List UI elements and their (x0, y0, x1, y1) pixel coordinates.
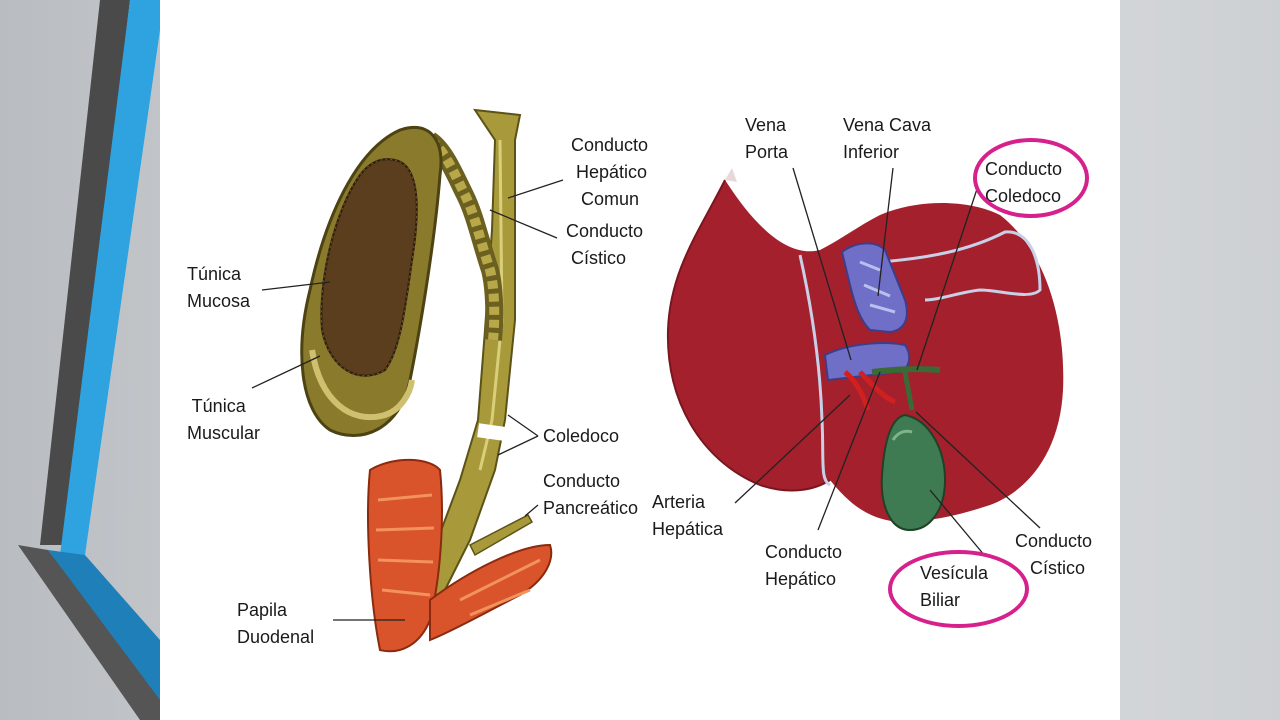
label-conducto-pancreatico: Conducto Pancreático (543, 471, 639, 518)
slide-decoration (18, 0, 160, 720)
label-arteria-hepatica: Arteria Hepática (652, 492, 724, 539)
label-papila-duodenal: Papila Duodenal (237, 600, 315, 647)
left-gallbladder-diagram (251, 108, 564, 653)
label-conducto-cistico-left: Conducto Cístico (566, 221, 644, 268)
label-vena-cava-inferior: Vena Cava Inferior (843, 115, 932, 162)
label-tunica-muscular: Túnica Muscular (187, 396, 261, 443)
label-coledoco: Coledoco (543, 426, 620, 446)
label-conducto-cistico-right: Conducto Cístico (1015, 531, 1093, 578)
label-conducto-hepatico-comun: Conducto Hepático Comun (571, 135, 649, 209)
label-tunica-mucosa: Túnica Mucosa (187, 264, 251, 311)
label-conducto-hepatico: Conducto Hepático (765, 542, 843, 589)
right-liver-diagram (666, 167, 1064, 557)
highlight-circle-coledoco (973, 138, 1089, 218)
label-vena-porta: Vena Porta (745, 115, 789, 162)
highlight-circle-vesicula (888, 550, 1029, 628)
